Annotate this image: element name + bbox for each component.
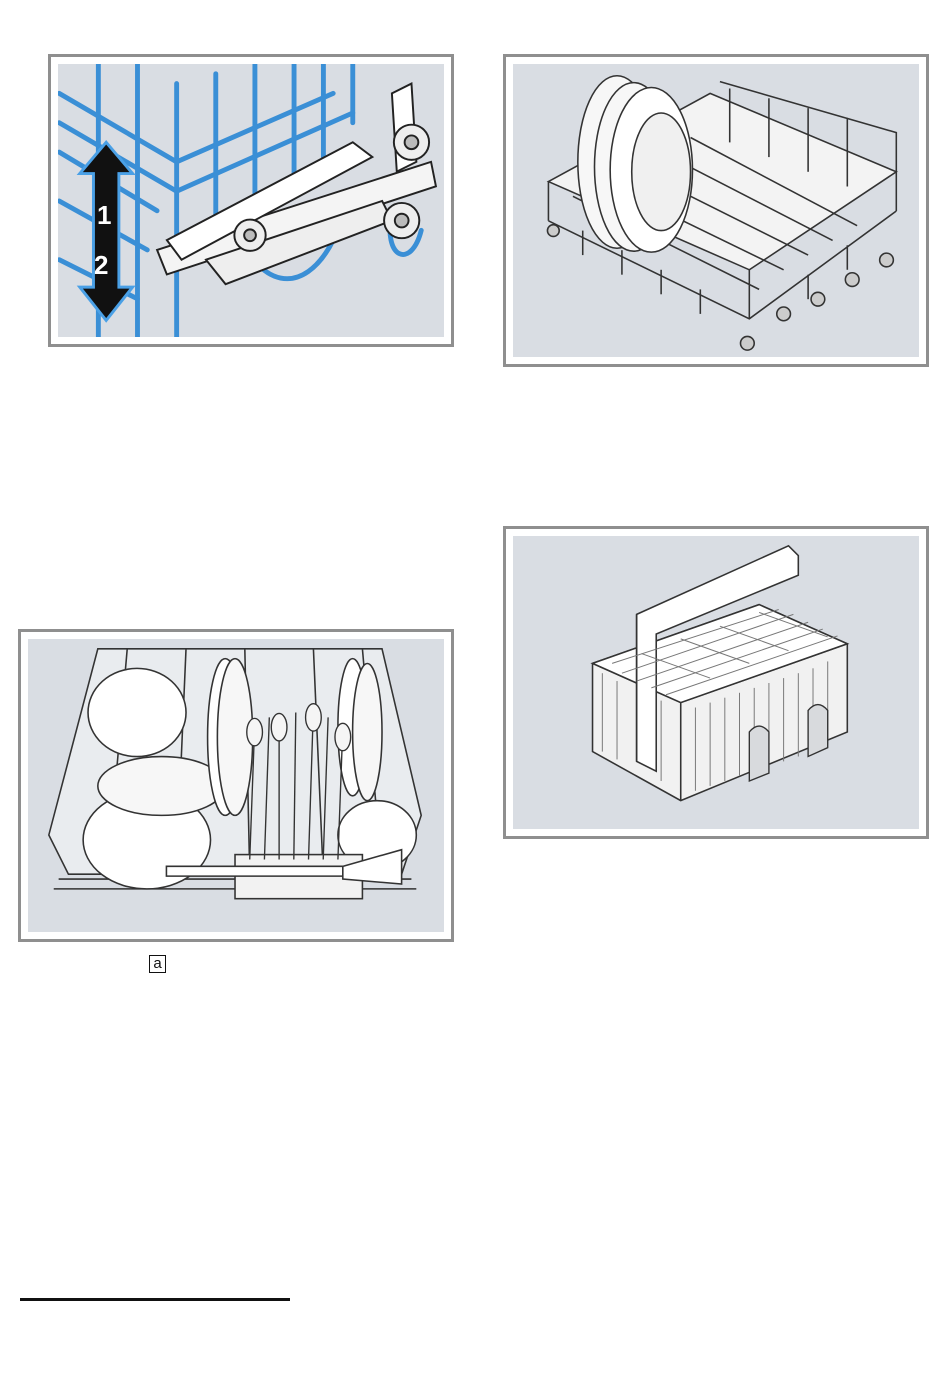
double-arrow-icon <box>80 142 133 320</box>
figure-panel <box>513 536 919 829</box>
arrow-label-2: 2 <box>94 250 108 281</box>
upper-basket-illustration <box>513 64 919 357</box>
cutlery-basket-illustration <box>513 536 919 829</box>
figure-loaded-lower-basket <box>18 629 454 942</box>
figure-rack-height-adjust: 1 2 <box>48 54 454 347</box>
figure-callout-a: a <box>149 955 166 973</box>
rack-adjust-illustration <box>58 64 444 337</box>
lower-basket-illustration <box>28 639 444 932</box>
footnote-rule <box>20 1298 290 1301</box>
arrow-label-1: 1 <box>97 200 111 231</box>
figure-panel: 1 2 <box>58 64 444 337</box>
figure-panel <box>513 64 919 357</box>
figure-cutlery-basket <box>503 526 929 839</box>
figure-upper-basket-plates <box>503 54 929 367</box>
figure-panel <box>28 639 444 932</box>
